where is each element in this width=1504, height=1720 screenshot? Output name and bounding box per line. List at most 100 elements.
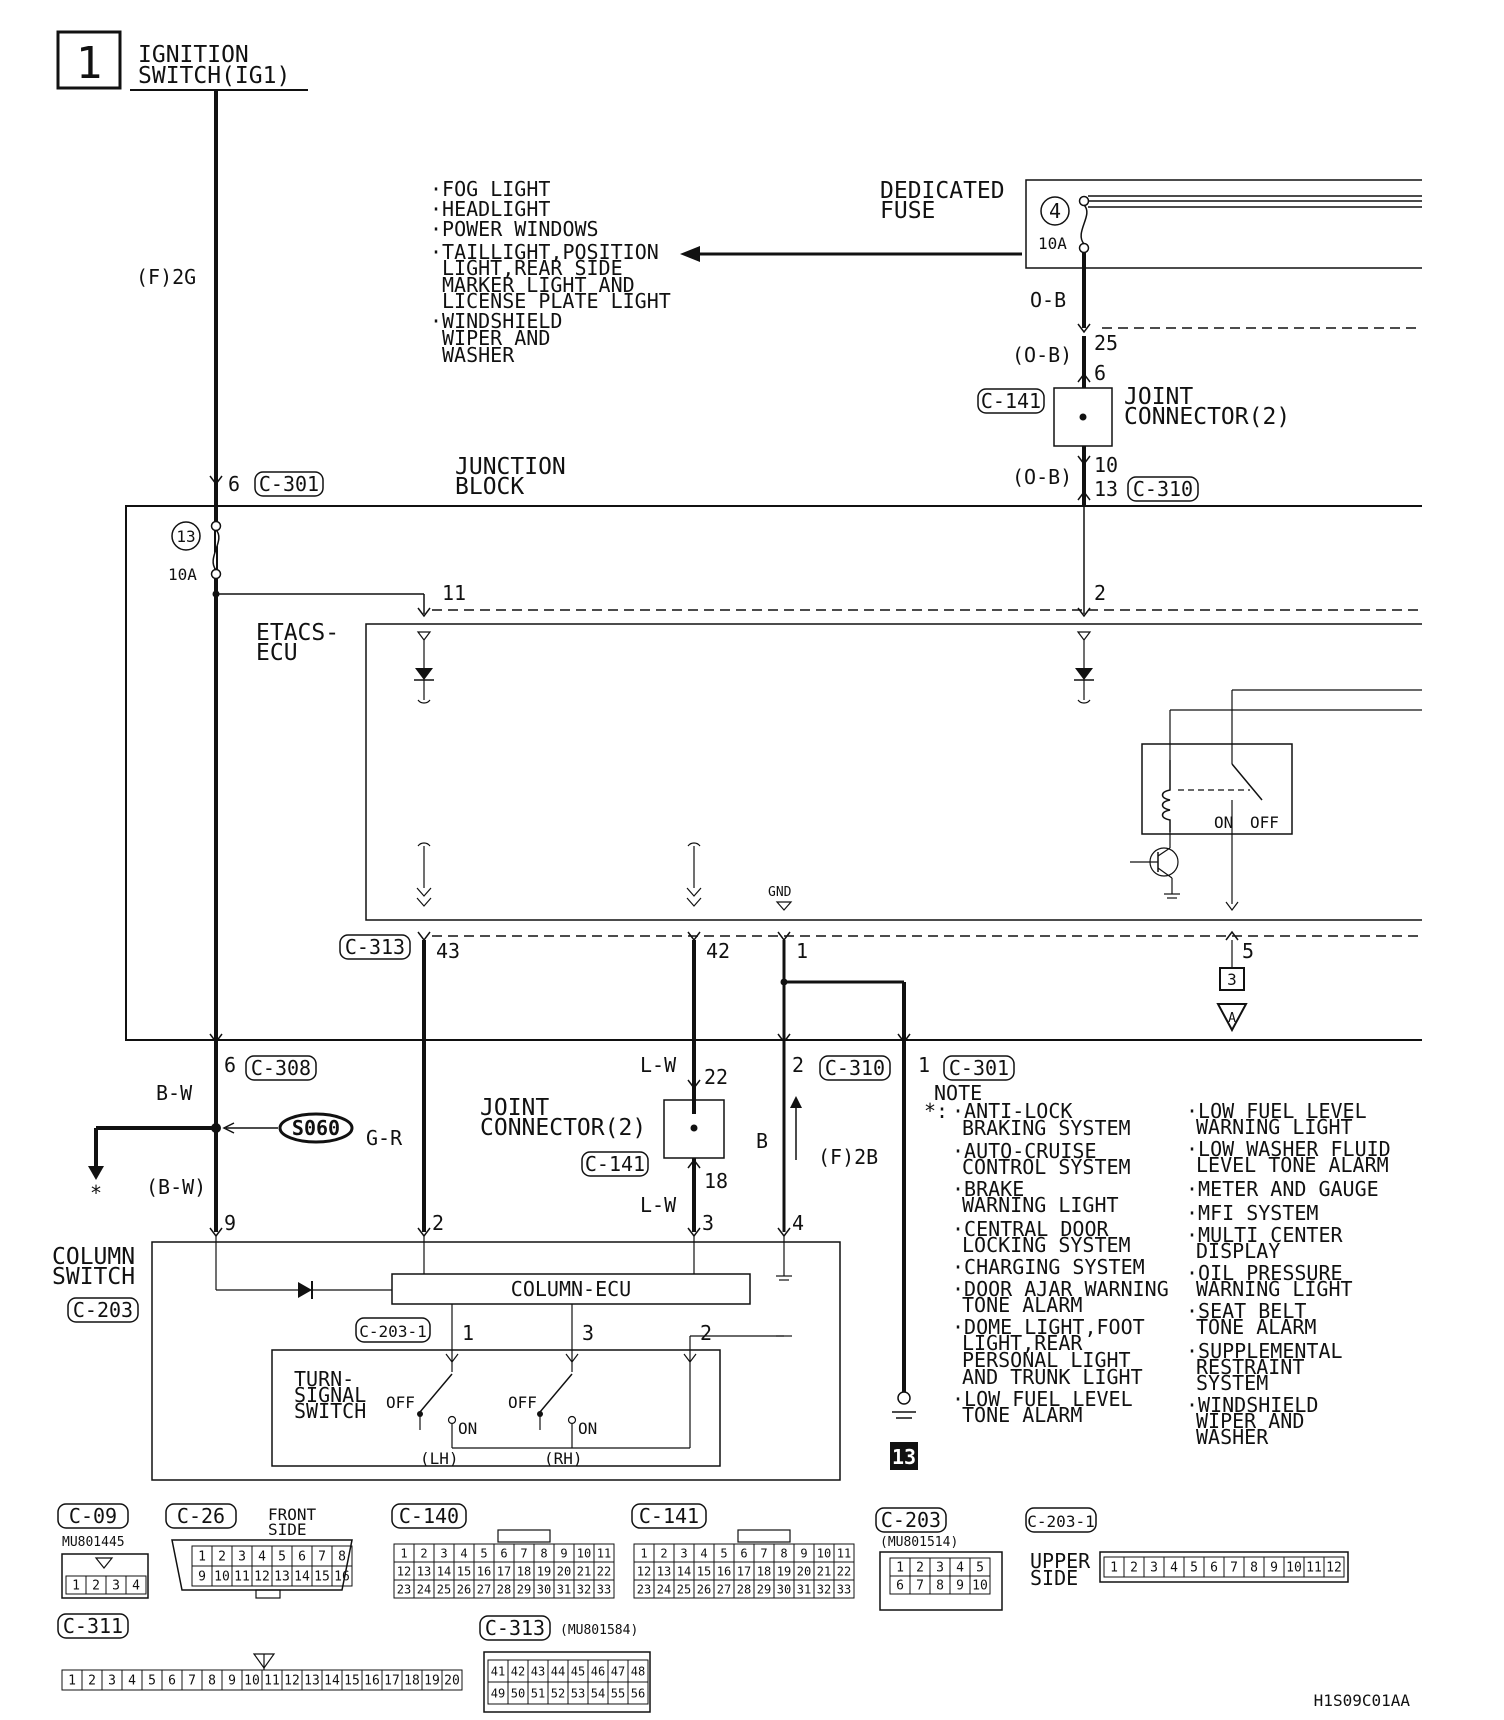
c26-pin-label: 12 bbox=[254, 1570, 270, 1585]
note-c1-6: ·CENTRAL DOOR bbox=[952, 1217, 1109, 1241]
c203-1-pin-label: 5 bbox=[1190, 1561, 1198, 1576]
c141-pin-label: 11 bbox=[837, 1546, 851, 1560]
c26-pin-label: 13 bbox=[274, 1570, 290, 1585]
conn-tag-c203-1-face bbox=[1025, 1507, 1097, 1533]
c203-1-pin-label: 10 bbox=[1286, 1561, 1302, 1576]
c311-pin-label: 18 bbox=[404, 1674, 420, 1689]
note-c2-9: WARNING LIGHT bbox=[1196, 1277, 1353, 1301]
joint-node bbox=[1079, 413, 1087, 421]
ground-terminal bbox=[897, 1391, 911, 1405]
conn-c310-top: C-310 bbox=[1133, 477, 1193, 501]
note-c2-2: ·LOW WASHER FLUID bbox=[1186, 1137, 1391, 1161]
conn-c140: C-140 bbox=[399, 1504, 459, 1528]
fuse-list-1: ·HEADLIGHT bbox=[430, 197, 550, 221]
pin-11: 11 bbox=[442, 581, 466, 605]
c313-pin-label: 48 bbox=[631, 1664, 645, 1678]
c140-pin-label: 12 bbox=[397, 1564, 411, 1578]
c140-pin-label: 20 bbox=[557, 1564, 571, 1578]
c313-part-number: (MU801584) bbox=[560, 1623, 638, 1638]
note-c1-16: TONE ALARM bbox=[962, 1403, 1082, 1427]
c140-pin-label: 15 bbox=[457, 1564, 471, 1578]
c141-pin-label: 9 bbox=[800, 1546, 807, 1560]
ref-triangle bbox=[1216, 1003, 1248, 1033]
pin-13: 13 bbox=[1094, 477, 1118, 501]
pin-arrow bbox=[1077, 323, 1091, 334]
c09-pin-label: 1 bbox=[72, 1579, 80, 1594]
c141-pin-cell bbox=[833, 1579, 855, 1599]
fuse-list-7: ·WINDSHIELD bbox=[430, 309, 562, 333]
note-block: NOTE *: ·ANTI-LOCK BRAKING SYSTEM ·AUTO-… bbox=[924, 1081, 1391, 1449]
pin-2-c310: 2 bbox=[792, 1053, 804, 1077]
wire-label-l-w-top: L-W bbox=[640, 1053, 677, 1077]
etacs-label-1: ETACS- bbox=[256, 620, 339, 646]
column-switch-outline bbox=[151, 1241, 841, 1481]
arrow-bw-branch bbox=[88, 1166, 104, 1180]
pin-9: 9 bbox=[224, 1211, 236, 1235]
c26-pin-cell bbox=[331, 1565, 353, 1587]
c140-latch bbox=[497, 1529, 551, 1543]
relay-box bbox=[1141, 743, 1293, 835]
c311-pin-label: 2 bbox=[88, 1674, 96, 1689]
c141-pin-label: 28 bbox=[737, 1582, 751, 1596]
c141-pin-label: 18 bbox=[757, 1564, 771, 1578]
c203-housing bbox=[879, 1551, 1003, 1611]
c203-pin-label: 1 bbox=[896, 1561, 904, 1576]
c140-pin-label: 10 bbox=[577, 1546, 591, 1560]
column-switch-label-2: SWITCH bbox=[52, 1264, 135, 1290]
jb-fuse-element bbox=[212, 529, 220, 571]
c203-1-pin-label: 3 bbox=[1150, 1561, 1158, 1576]
c141-pin-label: 16 bbox=[717, 1564, 731, 1578]
c203-1-pin-label: 12 bbox=[1326, 1561, 1342, 1576]
pin-arrow bbox=[1225, 901, 1239, 911]
transistor-symbol bbox=[1130, 832, 1180, 899]
c141-pin-label: 5 bbox=[720, 1546, 727, 1560]
conn-tag-c141-bottom bbox=[581, 1151, 649, 1177]
c26-pin-label: 11 bbox=[234, 1570, 250, 1585]
conn-tag-c203-face bbox=[875, 1507, 947, 1533]
c141-pin-label: 2 bbox=[660, 1546, 667, 1560]
fuse-circuit-list: ·FOG LIGHT ·HEADLIGHT ·POWER WINDOWS ·TA… bbox=[430, 177, 671, 367]
c203-pin-label: 5 bbox=[976, 1561, 984, 1576]
c140-pin-label: 8 bbox=[540, 1546, 547, 1560]
s060-leader-arrow bbox=[222, 1122, 235, 1134]
c140-pin-label: 6 bbox=[500, 1546, 507, 1560]
c311-pin-label: 10 bbox=[244, 1674, 260, 1689]
note-star-key: *: bbox=[924, 1099, 948, 1123]
note-c1-11: ·DOME LIGHT,FOOT bbox=[952, 1315, 1145, 1339]
ts-pin-3: 3 bbox=[582, 1321, 594, 1345]
pin-arrow bbox=[1077, 455, 1091, 466]
pin-arrow bbox=[1077, 372, 1091, 383]
rh-off: OFF bbox=[508, 1393, 537, 1412]
c09-latch bbox=[94, 1557, 114, 1569]
pin-18: 18 bbox=[704, 1169, 728, 1193]
conn-tag-c313-face bbox=[479, 1615, 551, 1641]
c311-pin-label: 17 bbox=[384, 1674, 400, 1689]
c141-pin-label: 25 bbox=[677, 1582, 691, 1596]
c141-pin-label: 26 bbox=[697, 1582, 711, 1596]
pin-4-col: 4 bbox=[792, 1211, 804, 1235]
c313-pin-label: 54 bbox=[591, 1686, 605, 1700]
pin-42: 42 bbox=[706, 939, 730, 963]
relay-contact bbox=[1231, 763, 1263, 801]
ground-box bbox=[890, 1442, 918, 1470]
c26-latch bbox=[255, 1589, 281, 1599]
note-c1-1: BRAKING SYSTEM bbox=[962, 1116, 1131, 1140]
conn-tag-c141 bbox=[631, 1503, 707, 1529]
etacs-terminal-43 bbox=[416, 842, 432, 907]
ref-triangle-a: A bbox=[1228, 1011, 1236, 1026]
conn-tag-c203 bbox=[67, 1297, 139, 1323]
conn-c141: C-141 bbox=[639, 1504, 699, 1528]
dedicated-fuse-label-1: DEDICATED bbox=[880, 178, 1005, 204]
wire-label-o-b-paren: (O-B) bbox=[1012, 343, 1072, 367]
c311-pin-label: 7 bbox=[188, 1674, 196, 1689]
c203-pin-label: 9 bbox=[956, 1579, 964, 1594]
ground-number: 13 bbox=[892, 1445, 916, 1469]
c140-pin-label: 18 bbox=[517, 1564, 531, 1578]
c140-pin-cell bbox=[593, 1579, 615, 1599]
conn-tag-c301-bottom bbox=[943, 1055, 1015, 1081]
diagram-code: H1S09C01AA bbox=[1314, 1691, 1411, 1710]
pin-5: 5 bbox=[1242, 939, 1254, 963]
c26-pin-label: 9 bbox=[198, 1570, 206, 1585]
